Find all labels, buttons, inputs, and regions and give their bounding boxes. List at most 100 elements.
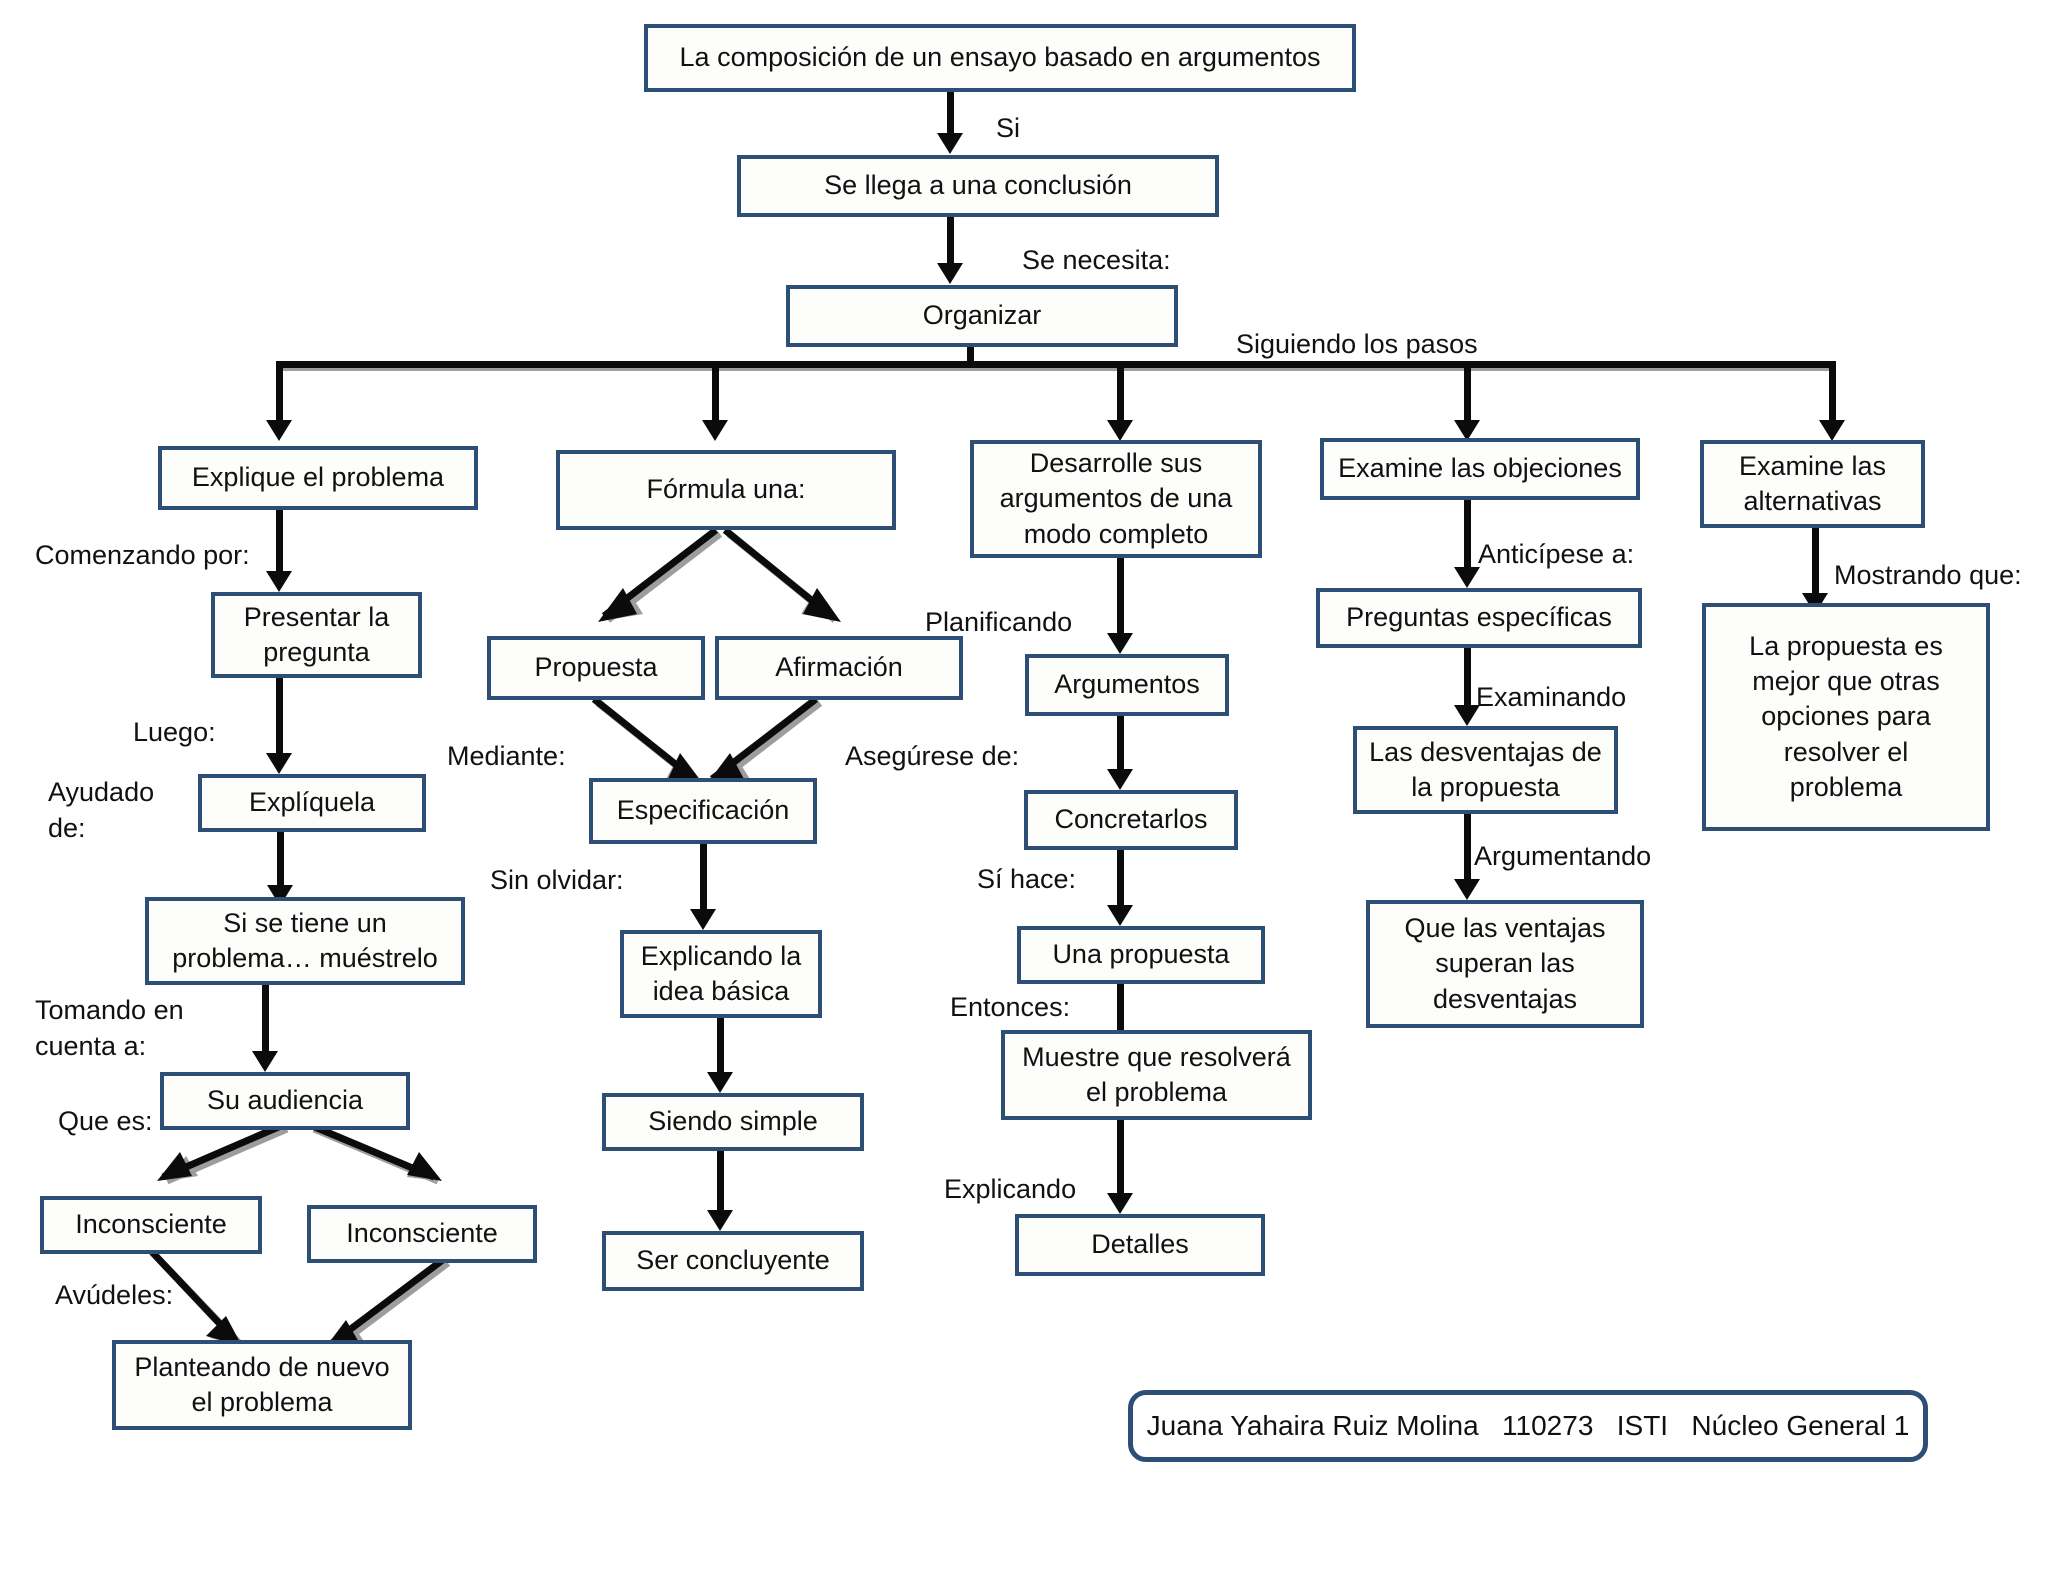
node-col4-n1[interactable]: Preguntas específicas xyxy=(1316,588,1642,648)
node-col2-n4-label: Siendo simple xyxy=(648,1106,818,1137)
edge-label-si-hace: Sí hace: xyxy=(977,864,1077,894)
arrow-col1-n4-to-n5a xyxy=(157,1121,289,1185)
node-col5-head-label: Examine las alternativas xyxy=(1738,450,1887,516)
arrow-col2-propuesta-to-especificacion xyxy=(591,696,704,786)
node-col3-n5[interactable]: Detalles xyxy=(1015,1214,1265,1276)
arrow-col2-especificacion-to-n3 xyxy=(688,844,718,930)
node-col3-n1[interactable]: Argumentos xyxy=(1025,654,1229,716)
node-col1-n4[interactable]: Su audiencia xyxy=(160,1072,410,1130)
node-col4-n2[interactable]: Las desventajas de la propuesta xyxy=(1353,726,1618,814)
arrow-col1-n4-to-n5b xyxy=(308,1121,442,1185)
node-col2-propuesta[interactable]: Propuesta xyxy=(487,636,705,700)
arrow-trunk-to-col3 xyxy=(1105,361,1135,441)
node-col1-n2-label: Explíquela xyxy=(248,787,376,818)
arrow-col1-n2-to-n3 xyxy=(265,832,295,906)
arrow-col1-n5a-to-n6 xyxy=(149,1249,245,1349)
node-col4-head[interactable]: Examine las objeciones xyxy=(1320,438,1640,500)
node-col3-n4[interactable]: Muestre que resolverá el problema xyxy=(1001,1030,1312,1120)
arrow-trunk-to-col1 xyxy=(264,361,294,441)
node-col2-n5[interactable]: Ser concluyente xyxy=(602,1231,864,1291)
node-col2-n3-label: Explicando la idea básica xyxy=(640,940,802,1006)
node-col3-n3-label: Una propuesta xyxy=(1052,939,1230,970)
node-col2-head-label: Fórmula una: xyxy=(646,474,806,505)
arrow-col2-n4-to-n5 xyxy=(705,1151,735,1231)
edge-label-explicando: Explicando xyxy=(944,1174,1077,1204)
node-col1-n5b-label: Inconsciente xyxy=(346,1218,498,1249)
node-col4-n2-label: Las desventajas de la propuesta xyxy=(1369,736,1602,802)
edge-label-argumentando: Argumentando xyxy=(1474,841,1652,871)
node-col1-n5b[interactable]: Inconsciente xyxy=(307,1205,537,1263)
edge-label-si: Si xyxy=(996,113,1021,143)
node-col2-n3[interactable]: Explicando la idea básica xyxy=(620,930,822,1018)
node-col3-n4-label: Muestre que resolverá el problema xyxy=(1022,1041,1291,1107)
node-col4-n1-label: Preguntas específicas xyxy=(1346,602,1612,633)
node-col3-n2[interactable]: Concretarlos xyxy=(1024,790,1238,850)
arrow-col1-n1-to-n2 xyxy=(264,678,294,774)
arrow-trunk-to-col2 xyxy=(700,361,730,441)
arrow-col4-head-to-n1 xyxy=(1452,500,1482,588)
edge-label-comenzando-por: Comenzando por: xyxy=(35,540,250,570)
edge-label-ayudeles: Avúdeles: xyxy=(55,1280,174,1310)
node-col3-head-label: Desarrolle sus argumentos de una modo co… xyxy=(999,448,1233,549)
node-col1-n5a-label: Inconsciente xyxy=(75,1209,227,1240)
node-col3-n3[interactable]: Una propuesta xyxy=(1017,926,1265,984)
arrow-col2-head-to-propuesta xyxy=(598,527,723,623)
arrow-conclusion-to-organizar xyxy=(930,217,970,284)
node-conclusion[interactable]: Se llega a una conclusión xyxy=(737,155,1219,217)
edge-label-mostrando-que: Mostrando que: xyxy=(1834,560,2022,590)
edge-label-examinando: Examinando xyxy=(1476,682,1627,712)
edge-label-entonces: Entonces: xyxy=(950,992,1071,1022)
edge-label-luego: Luego: xyxy=(133,717,216,747)
arrow-col1-n3-to-n4 xyxy=(250,985,280,1072)
edge-label-que-es: Que es: xyxy=(58,1106,153,1136)
arrow-col2-head-to-afirmacion xyxy=(722,527,841,623)
node-col4-head-label: Examine las objeciones xyxy=(1338,453,1622,484)
edge-label-mediante: Mediante: xyxy=(447,741,566,771)
arrow-root-to-conclusion xyxy=(930,92,970,154)
node-col1-head[interactable]: Explique el problema xyxy=(158,446,478,510)
arrow-col3-n2-to-n3 xyxy=(1105,850,1135,926)
node-col1-n3-label: Si se tiene un problema… muéstrelo xyxy=(172,907,438,973)
node-col5-n1[interactable]: La propuesta es mejor que otras opciones… xyxy=(1702,603,1990,831)
arrow-col3-n1-to-n2 xyxy=(1105,716,1135,790)
node-col1-n6[interactable]: Planteando de nuevo el problema xyxy=(112,1340,412,1430)
node-root-label: La composición de un ensayo basado en ar… xyxy=(679,42,1321,73)
arrow-organizar-stem xyxy=(963,347,977,363)
node-col2-n4[interactable]: Siendo simple xyxy=(602,1093,864,1151)
arrow-col2-n3-to-n4 xyxy=(705,1018,735,1093)
node-col3-n2-label: Concretarlos xyxy=(1054,804,1208,835)
node-col1-n1[interactable]: Presentar la pregunta xyxy=(211,592,422,678)
node-col1-n1-label: Presentar la pregunta xyxy=(243,601,390,667)
node-organizar-label: Organizar xyxy=(922,300,1042,331)
arrow-col1-head-to-n1 xyxy=(264,510,294,592)
edge-label-asegurese-de: Asegúrese de: xyxy=(845,741,1020,771)
trunk-bar-shadow xyxy=(280,366,1832,371)
edge-label-se-necesita: Se necesita: xyxy=(1022,245,1171,275)
node-organizar[interactable]: Organizar xyxy=(786,285,1178,347)
node-col5-n1-label: La propuesta es mejor que otras opciones… xyxy=(1749,631,1943,802)
node-col1-n2[interactable]: Explíquela xyxy=(198,774,426,832)
edge-label-ayudado-de: Ayudado de: xyxy=(48,777,155,843)
trunk-bar xyxy=(278,361,1830,368)
node-col3-n1-label: Argumentos xyxy=(1054,669,1200,700)
node-col1-n5a[interactable]: Inconsciente xyxy=(40,1196,262,1254)
node-col4-n3-label: Que las ventajas superan las desventajas xyxy=(1404,913,1606,1014)
node-col2-especificacion-label: Especificación xyxy=(616,795,790,826)
arrow-col2-afirmacion-to-especificacion xyxy=(706,696,823,786)
node-col3-n5-label: Detalles xyxy=(1091,1229,1189,1260)
node-root[interactable]: La composición de un ensayo basado en ar… xyxy=(644,24,1356,92)
node-col2-head[interactable]: Fórmula una: xyxy=(556,450,896,530)
node-col4-n3[interactable]: Que las ventajas superan las desventajas xyxy=(1366,900,1644,1028)
author-credit-box: Juana Yahaira Ruiz Molina 110273 ISTI Nú… xyxy=(1128,1390,1928,1462)
node-col1-n3[interactable]: Si se tiene un problema… muéstrelo xyxy=(145,897,465,985)
node-col1-n6-label: Planteando de nuevo el problema xyxy=(134,1351,390,1417)
arrow-col4-n1-to-n2 xyxy=(1452,648,1482,726)
node-col2-afirmacion[interactable]: Afirmación xyxy=(715,636,963,700)
edge-label-sin-olvidar: Sin olvidar: xyxy=(490,865,624,895)
edge-label-tomando-en-cuenta-a: Tomando en cuenta a: xyxy=(35,995,184,1061)
node-col2-n5-label: Ser concluyente xyxy=(636,1245,830,1276)
node-col5-head[interactable]: Examine las alternativas xyxy=(1700,440,1925,528)
node-col2-especificacion[interactable]: Especificación xyxy=(589,778,817,844)
node-col3-head[interactable]: Desarrolle sus argumentos de una modo co… xyxy=(970,440,1262,558)
